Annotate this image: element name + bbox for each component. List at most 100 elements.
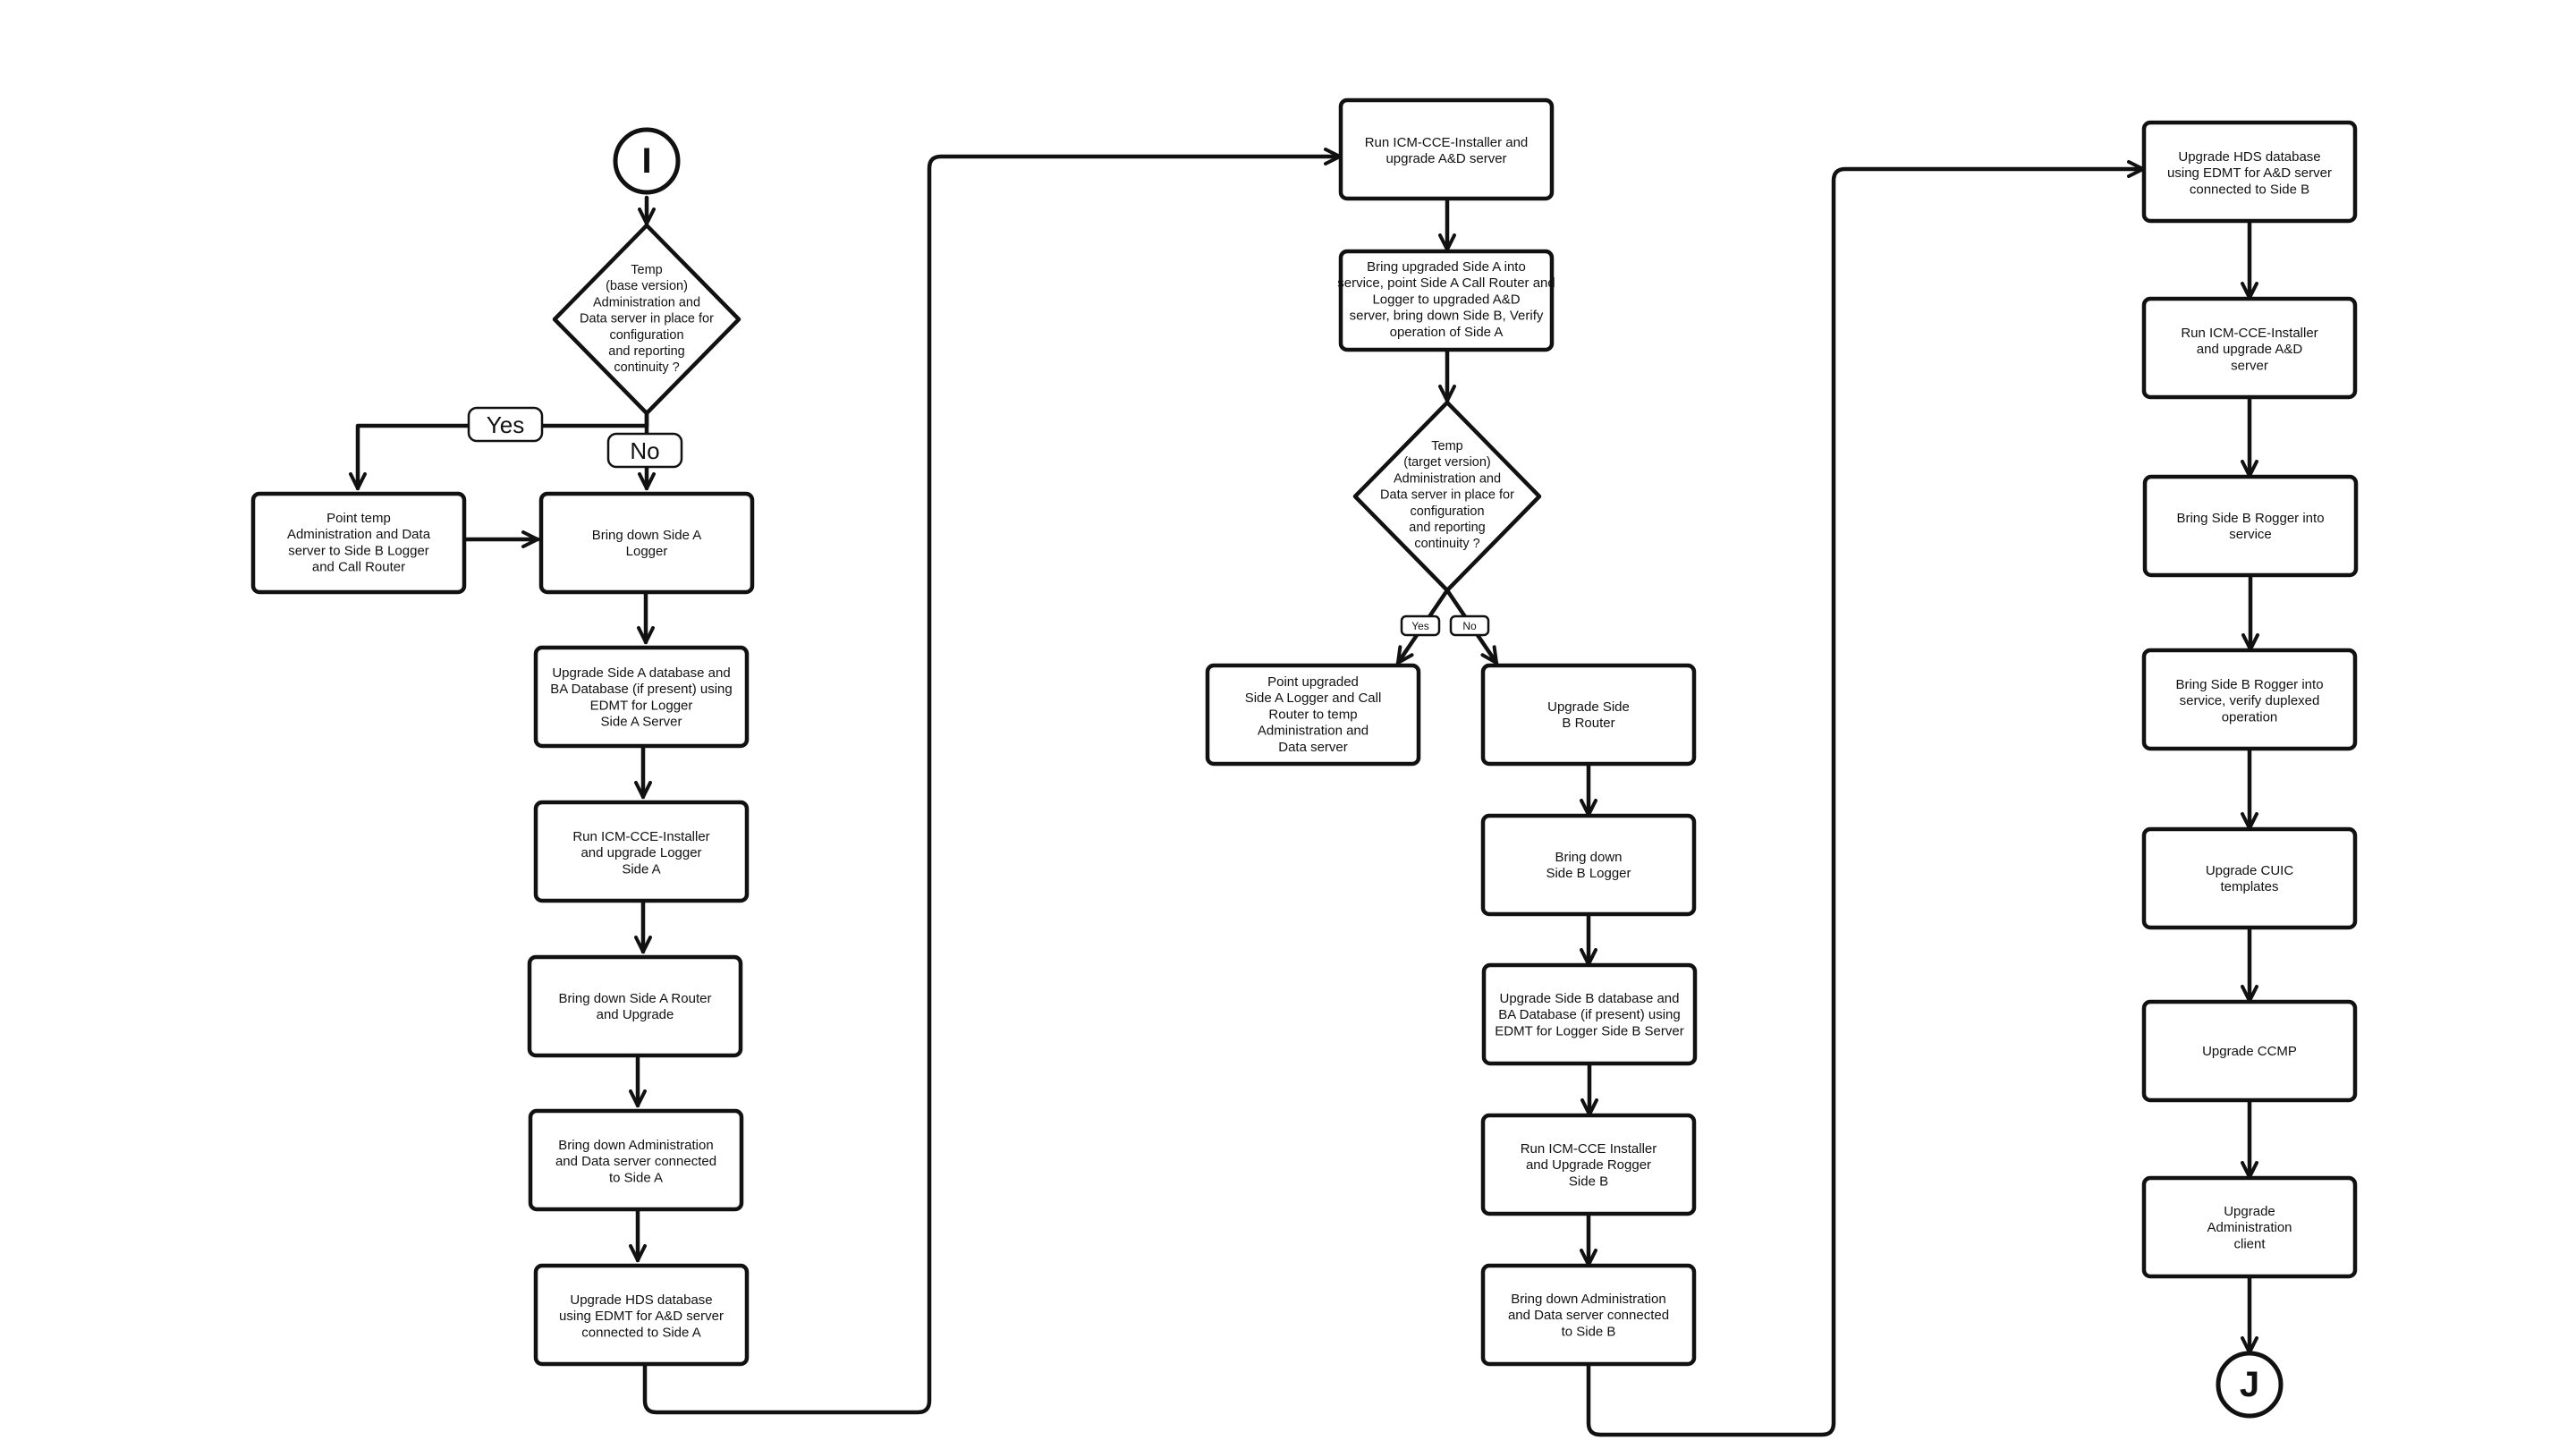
box-upgrade-side-a-database-line: BA Database (if present) using [550, 682, 732, 697]
box-run-installer-ad-side-b-line: Run ICM-CCE-Installer [2181, 326, 2318, 341]
box-run-installer-logger-line: Side A [622, 861, 660, 877]
yes-label-small: Yes [1400, 614, 1441, 637]
box-bring-upgraded-side-a-line: Bring upgraded Side A into [1367, 259, 1526, 275]
box-upgrade-hds-side-a-line: using EDMT for A&D server [559, 1309, 724, 1324]
box-run-installer-logger-line: and upgrade Logger [580, 845, 701, 860]
box-upgrade-side-a-database-line: Side A Server [601, 715, 682, 730]
svg-text:Temp(target version)Administra: Temp (target version)Administration andDa… [1380, 439, 1514, 551]
edge-admin-b-to-column3 [1586, 160, 2146, 1437]
box-upgrade-side-b-database-line: BA Database (if present) using [1498, 1007, 1680, 1022]
yes-label-text: Yes [487, 411, 524, 438]
decision-temp-target-line: Data server in place for [1380, 488, 1514, 503]
box-bring-down-admin-side-b-line: and Data server connected [1508, 1308, 1669, 1323]
box-point-temp-line: server to Side B Logger [288, 543, 429, 558]
box-upgrade-ccmp-line: Upgrade CCMP [2202, 1044, 2297, 1059]
decision-temp-target-line: Administration and [1394, 471, 1501, 486]
box-run-installer-ad-line: Run ICM-CCE-Installer and [1365, 135, 1529, 150]
box-bring-rogger-into-service-line: service [2229, 527, 2272, 542]
box-upgrade-side-b-router-line: Upgrade Side [1547, 699, 1630, 715]
box-bring-upgraded-side-a-line: Logger to upgraded A&D [1372, 292, 1520, 307]
no-label-text: No [630, 437, 659, 464]
box-run-installer-logger-line: Run ICM-CCE-Installer [572, 829, 709, 844]
svg-text:Temp(base version)Administrati: Temp(base version)Administration andData… [580, 263, 714, 375]
no-label-small-text: No [1462, 620, 1477, 632]
box-bring-down-side-a-router-line: Bring down Side A Router [559, 991, 712, 1006]
decision-temp-base-line: Administration and [593, 295, 700, 309]
decision-temp-target-line: continuity ? [1414, 537, 1479, 551]
box-bring-down-admin-side-a-line: and Data server connected [555, 1154, 716, 1169]
box-bring-down-side-a-logger-line: Bring down Side A [592, 528, 702, 543]
box-upgrade-administration-client-line: Upgrade [2224, 1204, 2275, 1219]
box-bring-upgraded-side-a-line: server, bring down Side B, Verify [1350, 309, 1544, 324]
box-upgrade-hds-side-a-line: Upgrade HDS database [570, 1292, 712, 1308]
box-bring-down-admin-side-b-line: Bring down Administration [1511, 1292, 1665, 1307]
box-run-installer-ad-side-b-line: and upgrade A&D [2197, 342, 2303, 357]
box-bring-rogger-into-service-line: Bring Side B Rogger into [2176, 511, 2324, 526]
box-bring-down-side-b-logger-line: Side B Logger [1546, 866, 1631, 881]
start-connector: I [613, 127, 681, 195]
box-point-upgraded-side-a-line: Router to temp [1268, 707, 1357, 722]
box-point-upgraded-side-a-line: Side A Logger and Call [1245, 691, 1382, 706]
decision-temp-target-line: (target version) [1403, 455, 1491, 470]
box-upgrade-ccmp: Upgrade CCMP [2141, 999, 2358, 1103]
box-bring-upgraded-side-a-line: operation of Side A [1390, 325, 1504, 340]
box-upgrade-cuic-templates-line: Upgrade CUIC [2206, 863, 2294, 878]
box-bring-rogger-verify-line: service, verify duplexed [2180, 693, 2320, 708]
start-connector-label: I [641, 141, 651, 181]
box-bring-rogger-verify-line: Bring Side B Rogger into [2175, 677, 2323, 692]
box-upgrade-cuic-templates-line: templates [2220, 879, 2278, 894]
decision-temp-target-line: configuration [1410, 504, 1484, 519]
box-run-installer-ad-side-b-line: server [2231, 358, 2268, 373]
box-run-installer-rogger-line: and Upgrade Rogger [1526, 1157, 1651, 1173]
box-point-temp-line: and Call Router [312, 560, 405, 575]
no-label-small: No [1449, 614, 1490, 637]
box-bring-upgraded-side-a-line: service, point Side A Call Router and [1337, 275, 1555, 291]
box-upgrade-hds-side-b-line: Upgrade HDS database [2178, 149, 2320, 165]
box-upgrade-side-b-database-line: Upgrade Side B database and [1500, 991, 1680, 1006]
box-upgrade-hds-side-b-line: connected to Side B [2190, 182, 2309, 197]
decision-temp-base-line: Data server in place for [580, 312, 714, 326]
box-run-installer-rogger-line: Run ICM-CCE Installer [1521, 1141, 1657, 1157]
box-bring-rogger-verify-line: operation [2222, 709, 2278, 724]
edge-hds-to-column2 [642, 148, 1343, 1415]
box-upgrade-hds-side-a-line: connected to Side A [581, 1325, 700, 1340]
box-bring-down-admin-side-a-line: to Side A [609, 1170, 663, 1185]
decision-temp-target-line: Temp [1431, 439, 1462, 453]
box-upgrade-hds-side-b-line: using EDMT for A&D server [2167, 165, 2332, 181]
